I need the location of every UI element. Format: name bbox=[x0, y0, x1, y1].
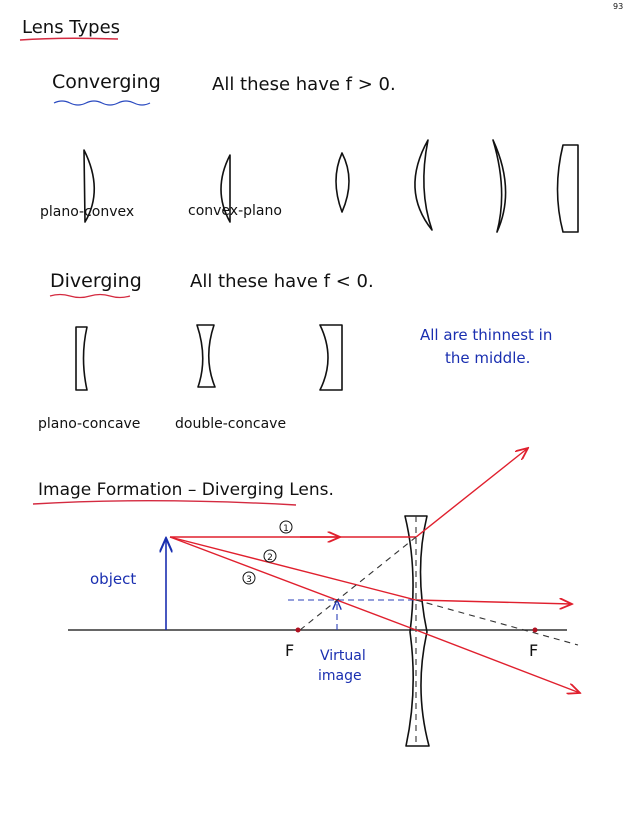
label-convex-plano: convex-plano bbox=[188, 203, 282, 219]
heading-underline bbox=[32, 500, 297, 506]
label-plano-convex: plano-convex bbox=[40, 204, 134, 220]
focal-label-left: F bbox=[285, 641, 294, 660]
plano-concave-lens bbox=[75, 326, 88, 391]
ray-3 bbox=[169, 536, 580, 693]
ray-diagram bbox=[68, 448, 580, 747]
ray-number-3: 3 bbox=[246, 575, 252, 585]
virtual-image-label-line1: Virtual bbox=[320, 648, 366, 664]
thick-plano-convex-lens bbox=[556, 144, 579, 233]
ray-2-extension bbox=[415, 599, 579, 646]
meniscus-lens-left bbox=[414, 139, 433, 231]
plano-convex-lens bbox=[83, 149, 95, 223]
diverging-underline bbox=[49, 293, 131, 299]
ray-number-2: 2 bbox=[267, 553, 273, 563]
convex-plano-lens bbox=[220, 154, 231, 223]
side-note-line1: All are thinnest in bbox=[420, 326, 552, 344]
object-label: object bbox=[90, 570, 136, 588]
meniscus-lens-right bbox=[492, 139, 507, 233]
biconvex-lens bbox=[335, 152, 350, 213]
label-double-concave: double-concave bbox=[175, 416, 286, 432]
ray-1-extension bbox=[299, 536, 417, 631]
virtual-image-label-line2: image bbox=[318, 668, 362, 684]
focal-point-left bbox=[295, 627, 301, 633]
side-note-line2: the middle. bbox=[445, 349, 530, 367]
double-concave-lens bbox=[196, 324, 216, 388]
converging-underline bbox=[53, 100, 151, 106]
ray-2 bbox=[169, 536, 572, 604]
diverging-note: All these have f < 0. bbox=[190, 271, 374, 292]
diverging-lenses bbox=[75, 324, 343, 391]
title-underline bbox=[19, 37, 119, 41]
converging-lenses bbox=[83, 139, 579, 233]
concave-plano-lens bbox=[319, 324, 343, 391]
diverging-heading: Diverging bbox=[50, 270, 142, 292]
converging-heading: Converging bbox=[52, 71, 161, 93]
page-number: 93 bbox=[613, 2, 623, 11]
focal-label-right: F bbox=[529, 641, 538, 660]
page-title: Lens Types bbox=[22, 17, 120, 38]
converging-note: All these have f > 0. bbox=[212, 74, 396, 95]
focal-point-right bbox=[532, 627, 538, 633]
image-formation-heading: Image Formation – Diverging Lens. bbox=[38, 480, 334, 500]
label-plano-concave: plano-concave bbox=[38, 416, 140, 432]
ray-number-1: 1 bbox=[283, 524, 289, 534]
